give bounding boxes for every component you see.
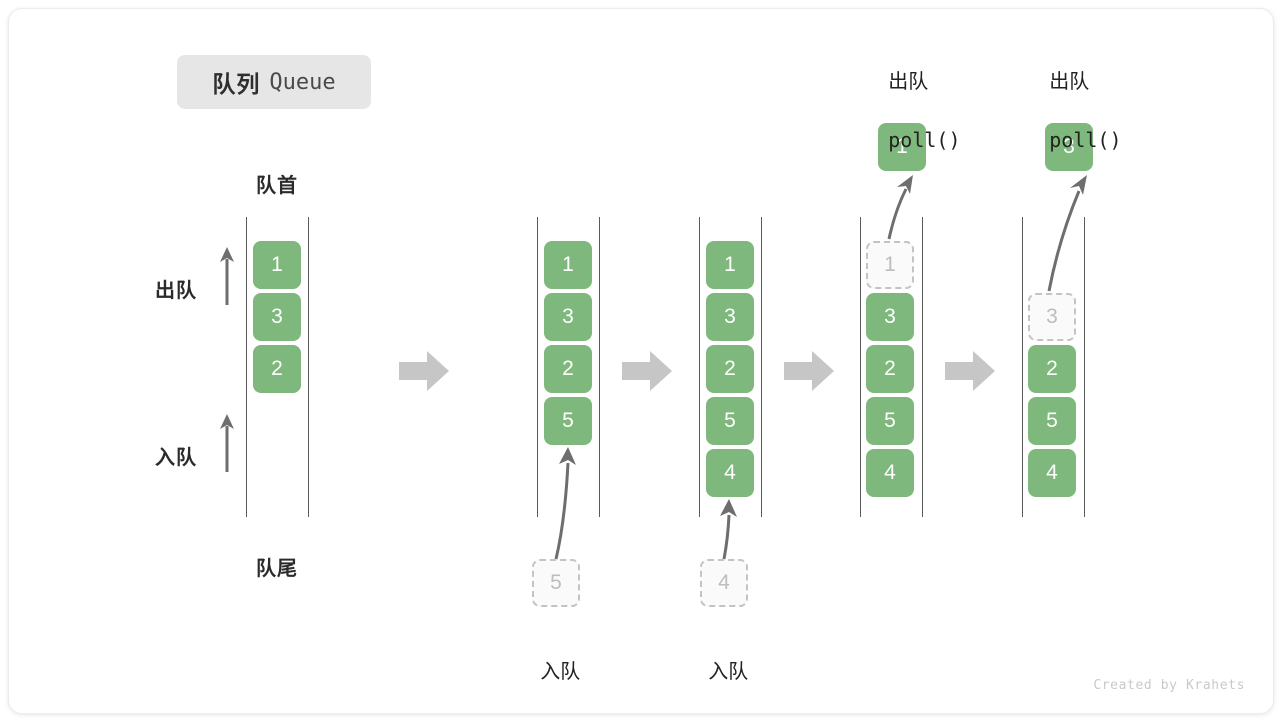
queue-cell: 1 [706,241,754,289]
poll-arrow-icon [1047,175,1087,292]
queue-cell: 1 [544,241,592,289]
push-caption-cn: 入队 [708,661,749,683]
queue-rail-left-4 [860,217,861,517]
queue-cell: 5 [706,397,754,445]
poll-call: poll() [1049,128,1122,152]
queue-cell: 2 [544,345,592,393]
poll-caption-1: 出队 poll() [866,39,960,185]
poll-caption-cn: 出队 [888,71,929,93]
step-arrow-icon [784,351,834,391]
poll-arrow-icon [887,175,913,240]
diagram-card: 队列 Queue 队首 队尾 出队 入队 1 3 2 1 3 2 5 5 入队 … [8,8,1274,714]
enqueue-direction-arrow-icon [220,414,234,472]
queue-cell: 1 [253,241,301,289]
queue-head-label: 队首 [256,175,298,197]
queue-cell-ghost: 1 [866,241,914,289]
queue-cell: 5 [866,397,914,445]
queue-rail-right-4 [922,217,923,517]
poll-caption-2: 出队 poll() [1027,39,1121,185]
poll-caption-cn: 出队 [1049,71,1090,93]
queue-rail-right-5 [1084,217,1085,517]
queue-cell-ghost: 3 [1028,293,1076,341]
queue-cell: 3 [866,293,914,341]
queue-rail-right-2 [599,217,600,517]
queue-cell: 4 [1028,449,1076,497]
push-caption-cn: 入队 [540,661,581,683]
title-badge: 队列 Queue [177,55,371,109]
title-cn: 队列 [212,71,261,97]
poll-result-cell: 1 [878,123,926,171]
push-caption-2: 入队 push(4) [686,629,793,713]
queue-cell: 2 [866,345,914,393]
diagram-stage: 队列 Queue 队首 队尾 出队 入队 1 3 2 1 3 2 5 5 入队 … [9,9,1273,713]
step-arrow-icon [399,351,449,391]
queue-cell: 3 [706,293,754,341]
push-arrow-icon [554,447,576,560]
queue-cell: 2 [253,345,301,393]
queue-tail-label: 队尾 [256,558,298,580]
queue-rail-left-2 [537,217,538,517]
queue-rail-right-1 [308,217,309,517]
queue-cell: 5 [1028,397,1076,445]
queue-cell: 5 [544,397,592,445]
queue-cell: 3 [253,293,301,341]
step-arrow-icon [622,351,672,391]
queue-cell: 4 [706,449,754,497]
queue-cell: 2 [1028,345,1076,393]
queue-cell: 3 [544,293,592,341]
queue-rail-left-5 [1022,217,1023,517]
push-ghost-cell: 5 [532,559,580,607]
credit-text: Created by Krahets [1093,678,1245,693]
dequeue-direction-arrow-icon [220,247,234,305]
queue-rail-left-3 [699,217,700,517]
push-caption-1: 入队 push(5) [518,629,625,713]
title-en: Queue [269,69,336,95]
push-arrow-icon [720,499,737,560]
dequeue-direction-label: 出队 [155,280,197,302]
queue-rail-right-3 [761,217,762,517]
poll-result-cell: 3 [1045,123,1093,171]
queue-rail-left-1 [246,217,247,517]
push-ghost-cell: 4 [700,559,748,607]
step-arrow-icon [945,351,995,391]
poll-call: poll() [888,128,961,152]
enqueue-direction-label: 入队 [155,447,197,469]
queue-cell: 2 [706,345,754,393]
queue-cell: 4 [866,449,914,497]
